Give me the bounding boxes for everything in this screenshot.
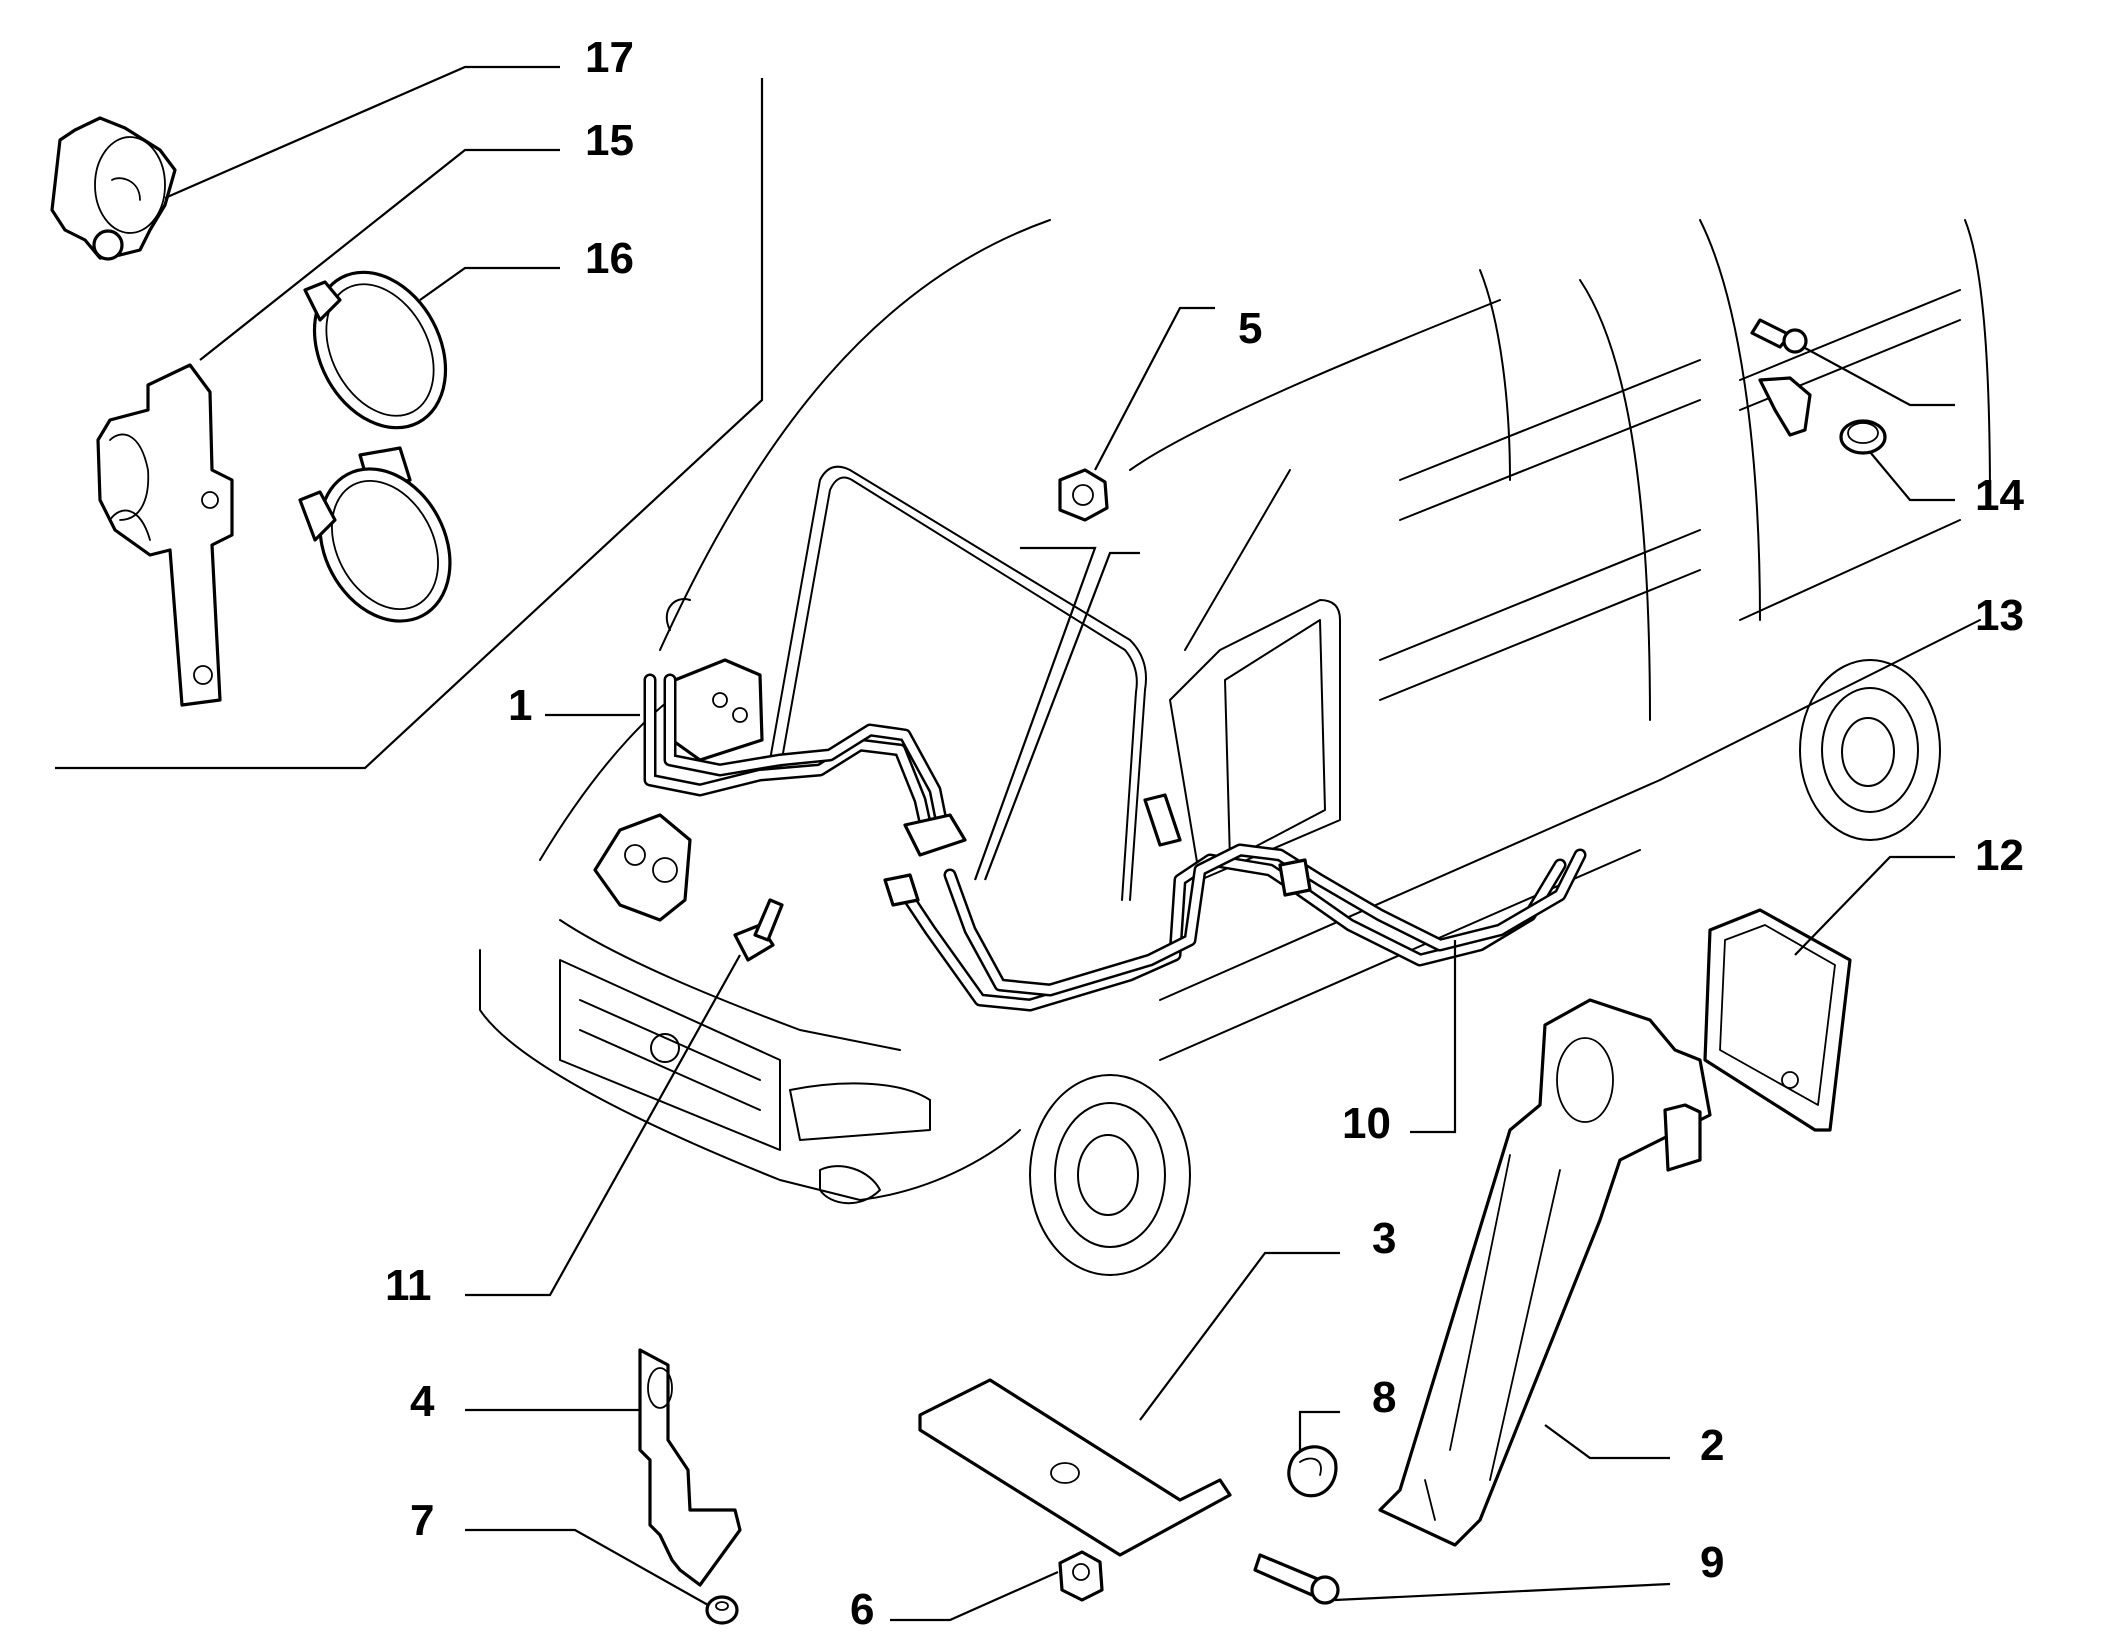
part-7-washer xyxy=(705,1595,739,1625)
callout-3: 3 xyxy=(1372,1214,1396,1263)
leader-3 xyxy=(1139,1251,1340,1421)
part-3-plate-bracket xyxy=(918,1378,1232,1557)
callout-13: 13 xyxy=(1975,591,2024,640)
leader-10 xyxy=(1410,940,1457,1134)
callout-2: 2 xyxy=(1700,1421,1724,1470)
callout-5: 5 xyxy=(1238,304,1262,353)
part-12-gasket-plate xyxy=(1703,908,1852,1132)
callout-14: 14 xyxy=(1975,471,2024,520)
leader-16 xyxy=(419,266,560,301)
leader-11 xyxy=(465,954,741,1297)
detail-group-frame xyxy=(55,78,764,770)
leader-lines xyxy=(164,65,1955,1622)
part-15-pipe-clamp xyxy=(96,363,234,707)
callout-1: 1 xyxy=(508,681,532,730)
callout-6: 6 xyxy=(850,1585,874,1634)
leader-5b xyxy=(973,546,1097,881)
leader-14 xyxy=(1804,347,1955,407)
leader-5 xyxy=(1094,306,1215,471)
leader-15 xyxy=(199,148,560,361)
leader-9 xyxy=(1334,1582,1671,1602)
part-2-support-bracket xyxy=(1378,998,1712,1547)
part-13-plug xyxy=(1839,419,1887,455)
leader-13 xyxy=(1869,451,1955,502)
callout-4: 4 xyxy=(410,1377,435,1426)
leader-7 xyxy=(465,1528,709,1606)
leader-6 xyxy=(890,1570,1059,1622)
leader-2 xyxy=(1544,1424,1670,1460)
part-9-screw xyxy=(1253,1553,1340,1605)
part-10-underbody-pipe xyxy=(883,793,1587,1012)
callout-8: 8 xyxy=(1372,1373,1396,1422)
callout-9: 9 xyxy=(1700,1538,1724,1587)
callout-10: 10 xyxy=(1342,1099,1391,1148)
callout-7: 7 xyxy=(410,1496,434,1545)
callout-16: 16 xyxy=(585,234,634,283)
part-8-grommet xyxy=(1287,1445,1338,1498)
callout-15: 15 xyxy=(585,116,634,165)
callout-12: 12 xyxy=(1975,831,2024,880)
part-5-nut xyxy=(1058,468,1109,522)
part-11-bolt xyxy=(593,813,784,962)
leader-5c xyxy=(983,551,1140,881)
callout-labels: 17 15 16 5 1 14 13 12 10 11 3 4 8 2 7 9 … xyxy=(385,33,2024,1634)
part-4-pipe-bracket xyxy=(638,1348,742,1587)
part-6-nut xyxy=(1058,1550,1104,1602)
leader-12 xyxy=(1794,855,1955,956)
leader-17 xyxy=(164,65,560,200)
callout-11: 11 xyxy=(385,1261,432,1310)
leader-8 xyxy=(1298,1410,1340,1450)
part-1-front-pipe-assembly xyxy=(643,658,967,857)
callout-17: 17 xyxy=(585,33,634,82)
part-16-hose-clip xyxy=(298,270,452,623)
part-17-clip xyxy=(50,116,177,261)
part-14-bolt xyxy=(1750,318,1812,437)
